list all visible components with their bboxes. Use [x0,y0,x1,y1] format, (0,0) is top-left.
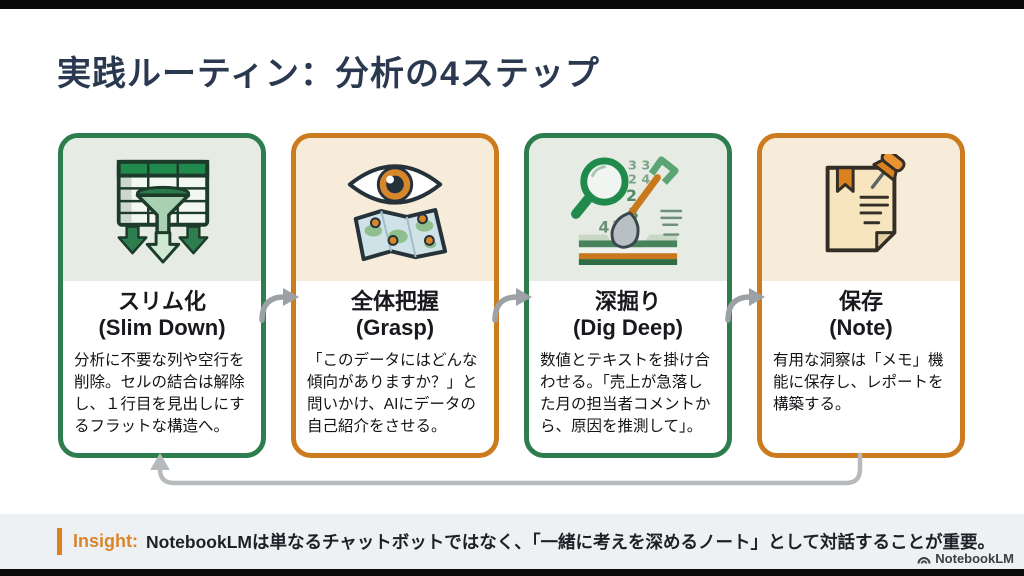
card-title-ja: 全体把握 [350,289,439,314]
card-description: 数値とテキストを掛け合わせる。「売上が急落した月の担当者コメントから、原因を推測… [540,351,711,435]
card-icon-area: 3 3 2 4 2 3 4 ? [529,138,727,281]
step-card-slim-down: スリム化 (Slim Down) 分析に不要な列や空行を削除。セルの結合は解除し… [58,133,266,458]
card-description: 「このデータにはどんな傾向がありますか？」と問いかけ、AIにデータの自己紹介をさ… [307,351,478,435]
card-icon-area [762,138,960,281]
card-body: スリム化 (Slim Down) 分析に不要な列や空行を削除。セルの結合は解除し… [63,281,261,438]
step-card-dig-deep: 3 3 2 4 2 3 4 ? [524,133,732,458]
insight-label: Insight: [73,531,138,551]
step-card-note: 保存 (Note) 有用な洞察は「メモ」機能に保存し、レポートを構築する。 [757,133,965,458]
brand-name: NotebookLM [935,551,1014,566]
note-pushpin-icon [825,153,906,252]
page-title: 実践ルーティン：分析の4ステップ [57,55,600,93]
eye-map-icon [347,163,448,261]
step-card-grasp: 全体把握 (Grasp) 「このデータにはどんな傾向がありますか？」と問いかけ、… [291,133,499,458]
flow-arrow-icon [725,288,765,323]
card-title-en: (Slim Down) [98,314,226,340]
card-description: 有用な洞察は「メモ」機能に保存し、レポートを構築する。 [773,351,944,413]
flow-arrow-icon [492,288,532,323]
pushpin [870,153,906,189]
card-title-ja: 保存 [838,289,883,314]
card-title-en: (Dig Deep) [573,314,683,340]
card-icon-area [296,138,494,281]
svg-text:4: 4 [599,217,610,236]
magnifier-shovel-icon: 3 3 2 4 2 3 4 ? [571,155,683,265]
loop-back-arrow-icon [150,452,863,486]
svg-text:2: 2 [626,186,637,205]
svg-text:2 4: 2 4 [628,172,650,187]
insight-text: NotebookLMは単なるチャットボットではなく、「一緒に考えを深めるノート」… [146,532,996,552]
card-body: 深掘り (Dig Deep) 数値とテキストを掛け合わせる。「売上が急落した月の… [529,281,727,438]
flow-arrow-icon [259,288,299,323]
brand-watermark: NotebookLM [917,551,1014,566]
card-title-ja: 深掘り [594,289,661,314]
notebooklm-logo-icon [917,556,931,564]
card-title-en: (Note) [829,314,893,340]
insight-accent-bar [57,528,62,555]
card-body: 保存 (Note) 有用な洞察は「メモ」機能に保存し、レポートを構築する。 [762,281,960,416]
letterbox-bottom [0,569,1024,576]
letterbox-top [0,0,1024,9]
card-description: 分析に不要な列や空行を削除。セルの結合は解除し、１行目を見出しにするフラットな構… [74,351,245,435]
card-title-ja: スリム化 [117,289,206,314]
card-body: 全体把握 (Grasp) 「このデータにはどんな傾向がありますか？」と問いかけ、… [296,281,494,438]
insight-bar: Insight: NotebookLMは単なるチャットボットではなく、「一緒に考… [0,514,1024,569]
table-funnel-icon [116,159,210,264]
svg-text:3 3: 3 3 [628,158,650,173]
card-icon-area [63,138,261,281]
card-title-en: (Grasp) [355,314,435,340]
